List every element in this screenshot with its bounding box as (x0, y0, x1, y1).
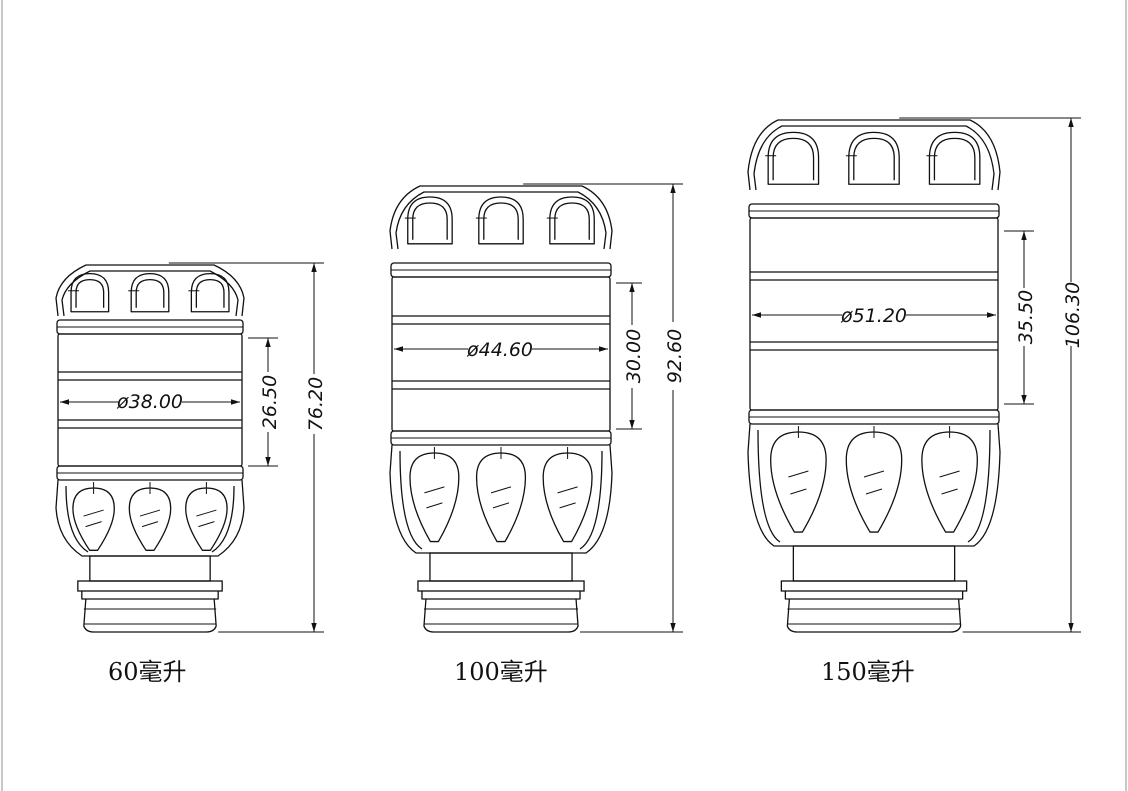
dome-arch (478, 196, 524, 245)
dome-inner-outline (753, 125, 995, 191)
body-panel (391, 276, 611, 432)
dome-arch-inner (772, 137, 815, 181)
petal-tick (196, 509, 217, 517)
neck-flange (417, 580, 585, 592)
dome-outline (55, 264, 245, 317)
caption-100ml: 100毫升 (454, 658, 548, 686)
total-height-label-60ml: 76.20 (305, 377, 327, 431)
neck (429, 552, 573, 582)
petal-tick (788, 470, 809, 478)
dome-arch-inner (933, 137, 976, 181)
petal-tick (141, 521, 159, 528)
neck-collar (81, 591, 219, 600)
petal-tick (941, 488, 958, 495)
bottle-100ml (389, 183, 683, 633)
dome-arch (767, 131, 820, 185)
dome-outline (747, 119, 1001, 191)
petal-tick (426, 502, 443, 509)
lower-bulb-curve (399, 450, 423, 550)
dome-arch (130, 272, 170, 313)
petal (409, 452, 460, 543)
petal (475, 452, 527, 543)
band-height-label-150ml: 35.50 (1015, 290, 1037, 344)
body-panel (749, 217, 999, 411)
thread-finish (423, 598, 579, 633)
lower-bulb-curve (967, 429, 991, 543)
lower-bulb-curve (65, 485, 89, 553)
petal-tick (85, 521, 102, 528)
thread-finish (786, 598, 962, 633)
dome-arch (70, 272, 110, 313)
caption-150ml: 150毫升 (821, 658, 915, 686)
neck-collar (421, 591, 581, 600)
petal-tick (939, 470, 960, 478)
diameter-label-150ml: ø51.20 (840, 305, 907, 327)
petal (72, 487, 115, 551)
total-height-label-100ml: 92.60 (664, 329, 686, 383)
dome-outline (389, 185, 613, 250)
lower-bulb-outline (747, 423, 1001, 547)
petal (770, 431, 827, 533)
neck (792, 545, 956, 582)
neck (89, 555, 211, 582)
lower-bulb-curve (757, 429, 781, 543)
caption-60ml: 60毫升 (108, 658, 187, 686)
thread-finish (83, 598, 217, 633)
petal (128, 487, 172, 551)
dome-arch-inner (853, 137, 895, 181)
petal-tick (492, 502, 510, 509)
petal-tick (559, 502, 576, 509)
petal-tick (790, 488, 807, 495)
petal-tick (139, 509, 161, 517)
dome-arch (549, 196, 595, 245)
petal-tick (490, 486, 512, 494)
petal (921, 431, 978, 533)
dome-arch (407, 196, 453, 245)
petal-tick (424, 486, 445, 494)
lower-bulb-curve (211, 485, 235, 553)
neck-flange (780, 580, 968, 592)
band-height-label-100ml: 30.00 (623, 329, 645, 383)
dome-arch (190, 272, 230, 313)
petal-tick (863, 470, 885, 478)
petal (185, 487, 228, 551)
neck-flange (77, 580, 223, 592)
total-height-label-150ml: 106.30 (1062, 282, 1084, 348)
dome-arch-inner (75, 278, 105, 308)
dome-inner-outline (61, 270, 239, 317)
dome-arch (928, 131, 981, 185)
petal-tick (198, 521, 215, 528)
petal-tick (557, 486, 578, 494)
petal-tick (83, 509, 104, 517)
petal (845, 431, 903, 533)
dome-arch-inner (554, 202, 590, 240)
body-panel (57, 333, 243, 467)
dome-arch-inner (135, 278, 165, 308)
bottle-60ml (55, 262, 324, 633)
dome-inner-outline (395, 191, 607, 250)
band-height-label-60ml: 26.50 (259, 375, 281, 429)
bottle-150ml (747, 117, 1081, 633)
neck-collar (784, 591, 964, 600)
lower-bulb-outline (389, 444, 613, 554)
dome-arch (848, 131, 900, 185)
dome-arch-inner (483, 202, 519, 240)
petal-tick (865, 488, 883, 495)
diameter-label-60ml: ø38.00 (116, 391, 183, 413)
lower-bulb-curve (579, 450, 603, 550)
dome-arch-inner (195, 278, 225, 308)
diameter-label-100ml: ø44.60 (466, 339, 533, 361)
dome-arch-inner (412, 202, 448, 240)
petal (542, 452, 593, 543)
